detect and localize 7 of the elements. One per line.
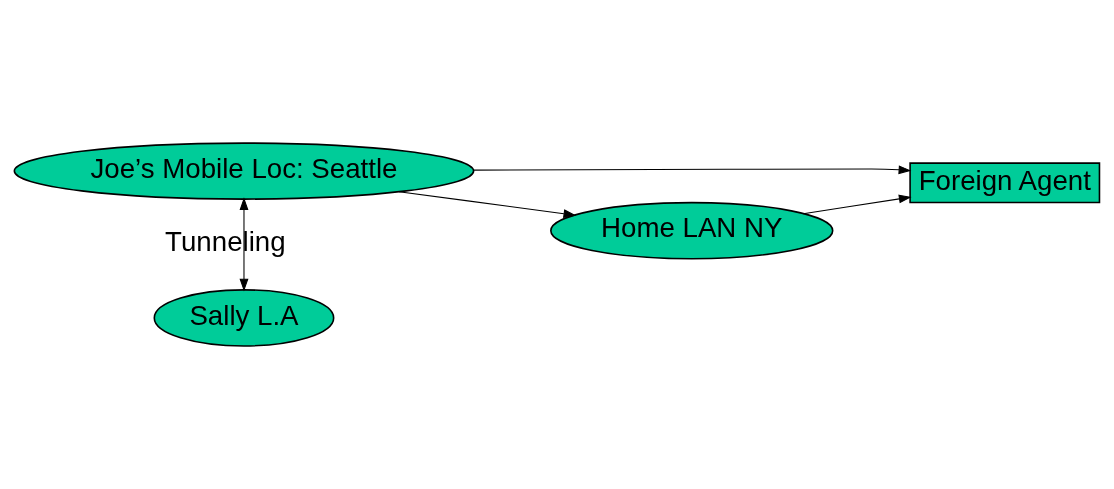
node-ellipse: Joe’s Mobile Loc: Seattle	[13, 142, 475, 200]
node-ellipse: Sally L.A	[153, 289, 335, 347]
arrow	[472, 165, 912, 175]
arrow	[398, 191, 577, 219]
node-ellipse: Home LAN NY	[550, 201, 834, 260]
node-box: Foreign Agent	[909, 162, 1101, 204]
arrow	[802, 194, 912, 215]
